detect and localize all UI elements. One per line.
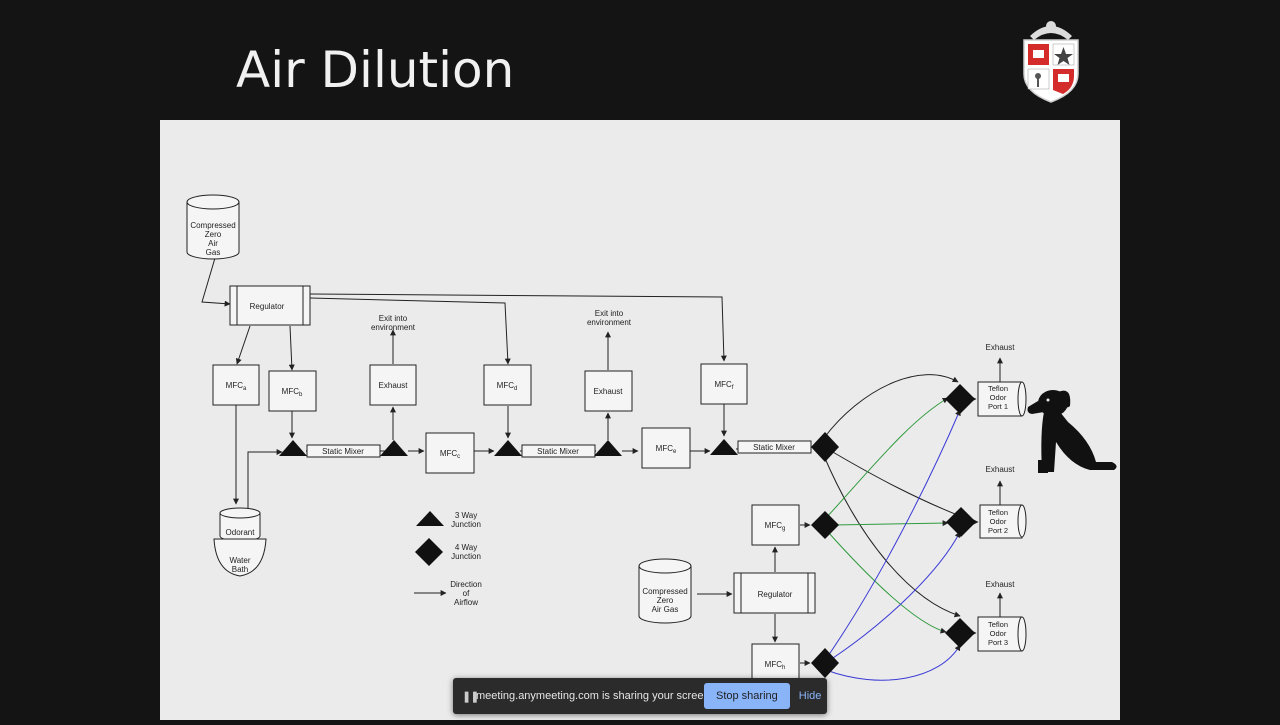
tank1-line1: Compressed <box>190 221 235 230</box>
exhaust-1-label: Exhaust <box>379 381 409 390</box>
static-mixer-2 <box>521 444 596 458</box>
screen-share-bar: ❚❚ meeting.anymeeting.com is sharing you… <box>453 678 827 714</box>
teflon-odor-port-1: Exhaust Teflon Odor Port 1 <box>977 343 1027 417</box>
port-2-exhaust: Exhaust <box>986 465 1016 474</box>
legend-3way-line2: Junction <box>451 520 481 529</box>
mfc-f-box <box>700 363 748 405</box>
legend-4way-line2: Junction <box>451 552 481 561</box>
exhaust-2: Exhaust Exit into environment <box>584 309 633 412</box>
water-bath-line2: Bath <box>232 565 248 574</box>
teflon-odor-port-3: Exhaust Teflon Odor Port 3 <box>977 580 1027 652</box>
air-dilution-diagram: Compressed Zero Air Gas Regulator MFCa M… <box>160 120 1120 720</box>
port-1-line3: Port 1 <box>988 402 1008 411</box>
regulator-1-label: Regulator <box>250 302 285 311</box>
mfc-a-box <box>212 364 260 406</box>
legend: 3 Way Junction 4 Way Junction Direction … <box>415 511 482 607</box>
four-way-junction-port3 <box>945 618 975 648</box>
three-way-junction-5 <box>710 439 738 455</box>
legend-three-way-icon <box>416 511 444 526</box>
static-mixer-2-label: Static Mixer <box>537 447 579 456</box>
four-way-junction-2 <box>811 511 839 539</box>
four-way-junction-port2 <box>946 507 976 537</box>
three-way-junction-1 <box>279 440 307 456</box>
port-1-line2: Odor <box>990 393 1007 402</box>
mfc-b-box <box>268 370 317 412</box>
odorant-water-bath: Odorant Water Bath <box>213 507 267 577</box>
three-way-junction-2 <box>380 440 408 456</box>
tank2-line3: Air Gas <box>652 605 679 614</box>
mfc-e-label: MFCe <box>656 444 677 455</box>
mfc-g-box <box>751 504 800 546</box>
share-message: meeting.anymeeting.com is sharing your s… <box>476 690 713 702</box>
port-2-line1: Teflon <box>988 508 1008 517</box>
mfc-f-label: MFCf <box>715 380 734 391</box>
port-1-line1: Teflon <box>988 384 1008 393</box>
static-mixer-3-label: Static Mixer <box>753 443 795 452</box>
exhaust-1: Exhaust Exit into environment <box>369 314 417 406</box>
four-way-junction-3 <box>811 648 839 678</box>
mfc-c-label: MFCc <box>440 449 460 460</box>
legend-dir-line3: Airflow <box>454 598 478 607</box>
odorant-label: Odorant <box>226 528 256 537</box>
mfc-h-label: MFCh <box>765 660 786 671</box>
mfc-b-label: MFCb <box>282 387 303 398</box>
legend-3way-line1: 3 Way <box>455 511 477 520</box>
legend-4way-line1: 4 Way <box>455 543 477 552</box>
exit-2-line1: Exit into <box>595 309 624 318</box>
legend-four-way-icon <box>415 538 443 566</box>
regulator-2: Regulator <box>733 572 816 614</box>
static-mixer-1 <box>306 444 381 458</box>
teflon-odor-port-2: Exhaust Teflon Odor Port 2 <box>979 465 1027 539</box>
mfc-e-box <box>641 427 691 469</box>
mfc-h-box <box>751 643 800 685</box>
four-way-junction-port1 <box>945 384 975 414</box>
tank2-line2: Zero <box>657 596 674 605</box>
three-way-junction-3 <box>494 440 522 456</box>
water-bath-line1: Water <box>229 556 250 565</box>
three-way-junction-4 <box>594 440 622 456</box>
tank2-line1: Compressed <box>642 587 687 596</box>
mfc-a-label: MFCa <box>226 381 247 392</box>
port-1-exhaust: Exhaust <box>986 343 1016 352</box>
dog-silhouette-icon <box>1027 390 1117 473</box>
port-3-line1: Teflon <box>988 620 1008 629</box>
air-tank-2: Compressed Zero Air Gas <box>638 558 692 624</box>
port-2-line3: Port 2 <box>988 526 1008 535</box>
legend-dir-line2: of <box>463 589 470 598</box>
exhaust-2-label: Exhaust <box>594 387 624 396</box>
tank1-line3: Air <box>208 239 218 248</box>
pause-icon[interactable]: ❚❚ <box>462 690 479 703</box>
slide-title: Air Dilution <box>236 41 515 99</box>
static-mixer-1-label: Static Mixer <box>322 447 364 456</box>
exit-2-line2: environment <box>587 318 632 327</box>
legend-dir-line1: Direction <box>450 580 482 589</box>
tank1-line2: Zero <box>205 230 222 239</box>
port-3-line2: Odor <box>990 629 1007 638</box>
regulator-2-label: Regulator <box>758 590 793 599</box>
stop-sharing-button[interactable]: Stop sharing <box>704 683 790 709</box>
four-way-junction-1 <box>811 432 839 462</box>
port-3-exhaust: Exhaust <box>986 580 1016 589</box>
university-shield-icon <box>1023 21 1079 103</box>
hide-button[interactable]: Hide <box>798 690 822 702</box>
port-2-line2: Odor <box>990 517 1007 526</box>
regulator-1: Regulator <box>229 285 311 326</box>
mfc-d-box <box>483 364 532 406</box>
exit-1-line1: Exit into <box>379 314 408 323</box>
air-tank-1: Compressed Zero Air Gas <box>186 194 240 260</box>
mfc-g-label: MFCg <box>765 521 786 532</box>
exit-1-line2: environment <box>371 323 416 332</box>
port-3-line3: Port 3 <box>988 638 1008 647</box>
mfc-c-box <box>425 432 475 474</box>
mfc-d-label: MFCd <box>497 381 518 392</box>
tank1-line4: Gas <box>206 248 221 257</box>
